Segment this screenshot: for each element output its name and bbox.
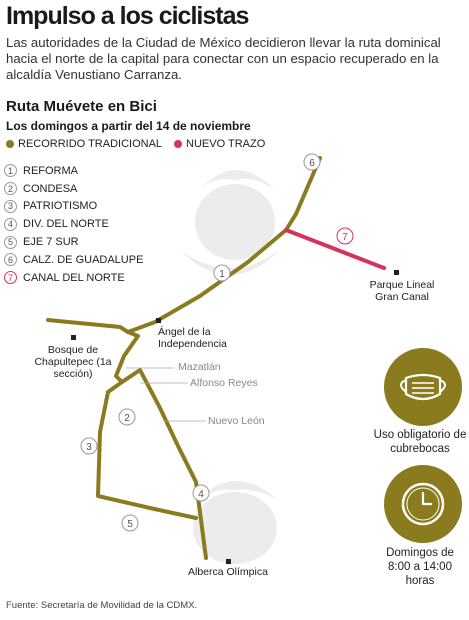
stop-label: CALZ. DE GUADALUPE bbox=[23, 253, 144, 266]
legend-traditional: RECORRIDO TRADICIONAL bbox=[6, 138, 162, 150]
label-angel: Ángel de la Independencia bbox=[158, 326, 227, 350]
label-mazatlan: Mazatlán bbox=[178, 361, 221, 373]
legend: RECORRIDO TRADICIONAL NUEVO TRAZO bbox=[6, 138, 277, 150]
source-note: Fuente: Secretaría de Movilidad de la CD… bbox=[6, 600, 198, 611]
face-mask-icon bbox=[400, 373, 446, 401]
stop-label: REFORMA bbox=[23, 164, 78, 177]
list-item: 2 CONDESA bbox=[4, 180, 143, 198]
label-parque: Parque Lineal Gran Canal bbox=[369, 279, 435, 303]
intro-text: Las autoridades de la Ciudad de México d… bbox=[6, 35, 441, 82]
map-stop-4: 4 bbox=[198, 489, 204, 500]
map-stop-markers: 6 7 1 2 3 4 5 bbox=[80, 153, 354, 532]
stop-label: EJE 7 SUR bbox=[23, 236, 79, 249]
stop-number: 2 bbox=[4, 182, 17, 196]
stop-label: PATRIOTISMO bbox=[23, 200, 98, 213]
legend-new: NUEVO TRAZO bbox=[174, 138, 265, 150]
emblem-watermark-bottom bbox=[193, 481, 278, 564]
marker-parque bbox=[394, 270, 399, 275]
new-route-segment bbox=[284, 228, 386, 270]
list-item: 7 CANAL DEL NORTE bbox=[4, 269, 143, 287]
map-stop-7: 7 bbox=[342, 232, 348, 243]
stop-number: 7 bbox=[4, 271, 17, 285]
legend-new-label: NUEVO TRAZO bbox=[186, 138, 266, 150]
emblem-watermark-top bbox=[180, 170, 280, 275]
schedule-badge bbox=[384, 465, 462, 543]
marker-alberca bbox=[226, 559, 231, 564]
label-alfonso: Alfonso Reyes bbox=[190, 377, 258, 389]
list-item: 5 EJE 7 SUR bbox=[4, 233, 143, 251]
label-nuevo-leon: Nuevo León bbox=[208, 415, 265, 427]
list-item: 3 PATRIOTISMO bbox=[4, 198, 143, 216]
legend-new-dot bbox=[174, 140, 183, 148]
stop-label: DIV. DEL NORTE bbox=[23, 218, 109, 231]
mask-text: Uso obligatorio de cubrebocas bbox=[373, 429, 467, 455]
mask-badge bbox=[384, 348, 462, 426]
page-title: Impulso a los ciclistas bbox=[6, 2, 249, 30]
list-item: 6 CALZ. DE GUADALUPE bbox=[4, 251, 143, 269]
stop-number: 6 bbox=[4, 253, 17, 267]
clock-icon bbox=[401, 482, 445, 526]
stop-number: 5 bbox=[4, 235, 17, 249]
map-stop-3: 3 bbox=[86, 442, 92, 453]
stops-list: 1 REFORMA 2 CONDESA 3 PATRIOTISMO 4 DIV. DEL… bbox=[4, 162, 143, 287]
map-stop-2: 2 bbox=[124, 413, 130, 424]
marker-bosque bbox=[71, 335, 76, 340]
stop-label: CONDESA bbox=[23, 182, 78, 195]
list-item: 1 REFORMA bbox=[4, 162, 143, 180]
map-stop-1: 1 bbox=[219, 269, 225, 280]
legend-traditional-label: RECORRIDO TRADICIONAL bbox=[18, 138, 163, 150]
schedule-text: Domingos de 8:00 a 14:00 horas bbox=[386, 547, 454, 587]
traditional-route bbox=[46, 156, 322, 560]
list-item: 4 DIV. DEL NORTE bbox=[4, 215, 143, 233]
label-alberca: Alberca Olímpica bbox=[188, 566, 268, 578]
stop-label: CANAL DEL NORTE bbox=[23, 271, 125, 284]
stop-number: 1 bbox=[4, 164, 17, 178]
label-bosque: Bosque de Chapultepec (1a sección) bbox=[34, 344, 112, 380]
route-subtitle: Los domingos a partir del 14 de noviembr… bbox=[6, 119, 251, 133]
stop-number: 4 bbox=[4, 217, 17, 231]
stop-number: 3 bbox=[4, 199, 17, 213]
legend-traditional-dot bbox=[6, 140, 14, 148]
marker-angel bbox=[156, 318, 161, 323]
map-stop-6: 6 bbox=[309, 158, 315, 169]
map-stop-5: 5 bbox=[127, 519, 133, 530]
route-title: Ruta Muévete en Bici bbox=[6, 98, 157, 115]
